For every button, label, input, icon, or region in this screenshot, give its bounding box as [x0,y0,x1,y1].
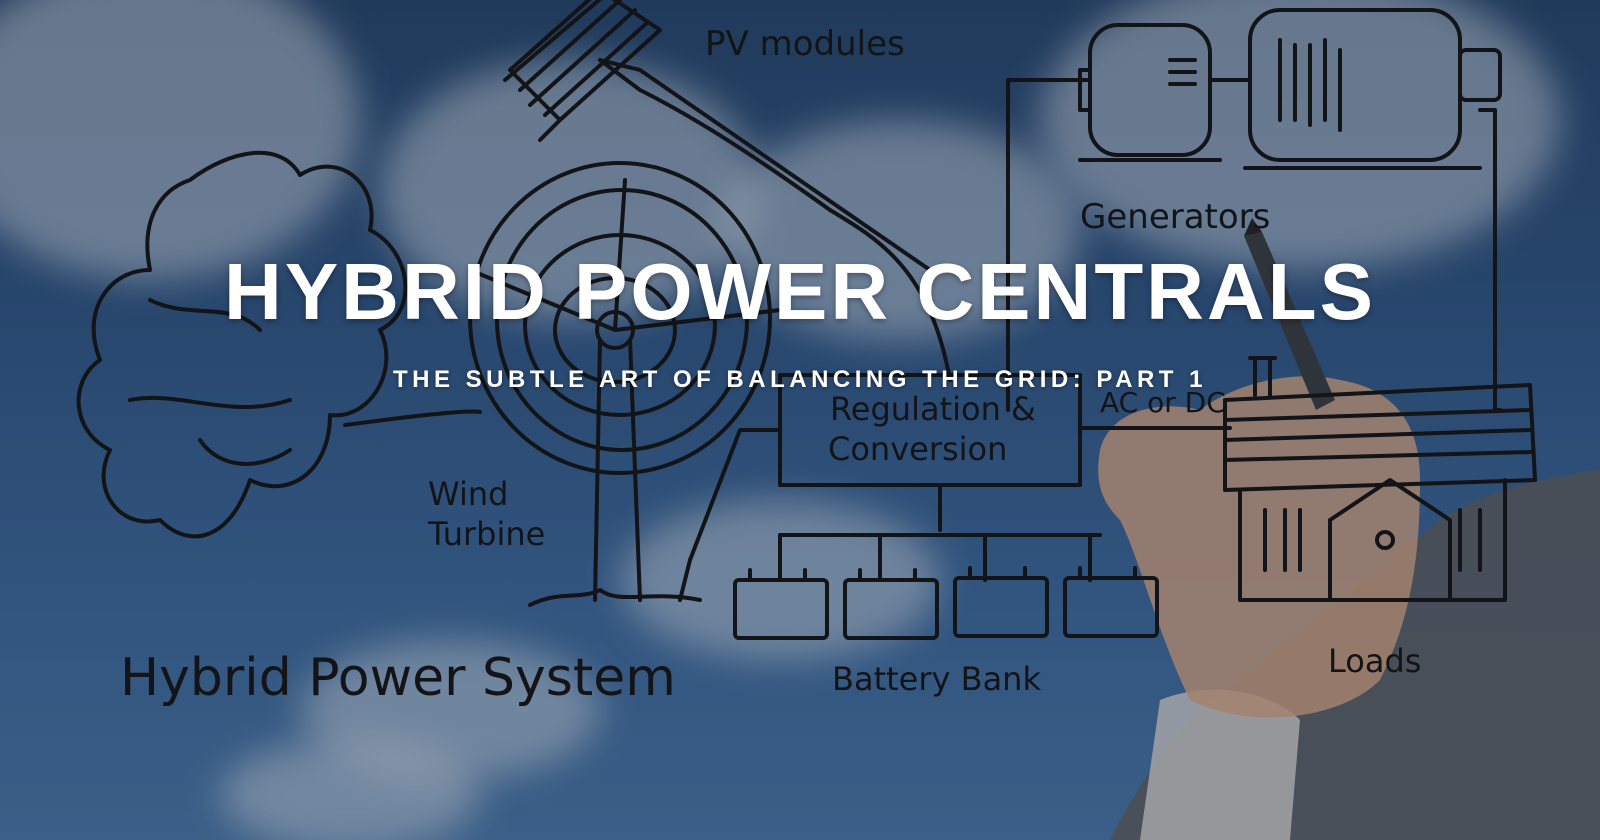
house-loads-drawing [1223,356,1537,602]
cloud [380,60,760,320]
turbine-label: Turbine [427,515,545,553]
wind-label: Wind [428,475,508,513]
shirt-cuff [1140,689,1300,840]
hybrid-power-system-label: Hybrid Power System [120,648,676,708]
generators-drawing [1006,8,1502,412]
cloud [1040,0,1560,270]
regulation-label: Regulation & [830,390,1036,428]
generators-label: Generators [1080,197,1270,237]
battery-bank-drawing [733,566,1159,640]
conversion-label: Conversion [828,430,1007,468]
hand [1098,376,1420,718]
ac-dc-label: AC or DC [1100,386,1226,419]
battery-bank-label: Battery Bank [832,660,1041,698]
pv-modules-label: PV modules [705,24,905,64]
loads-label: Loads [1328,642,1421,680]
pen-tip [1244,218,1262,236]
regulation-box-drawing [678,373,1232,602]
pv-panel-drawing [503,0,952,382]
cloud [720,120,1080,340]
wind-turbine-drawing [343,161,782,607]
pen [1244,232,1335,410]
tree-drawing [76,150,408,539]
cloud [220,740,480,840]
page-subtitle: THE SUBTLE ART OF BALANCING THE GRID: PA… [393,366,1207,393]
page-title: HYBRID POWER CENTRALS [224,247,1376,336]
